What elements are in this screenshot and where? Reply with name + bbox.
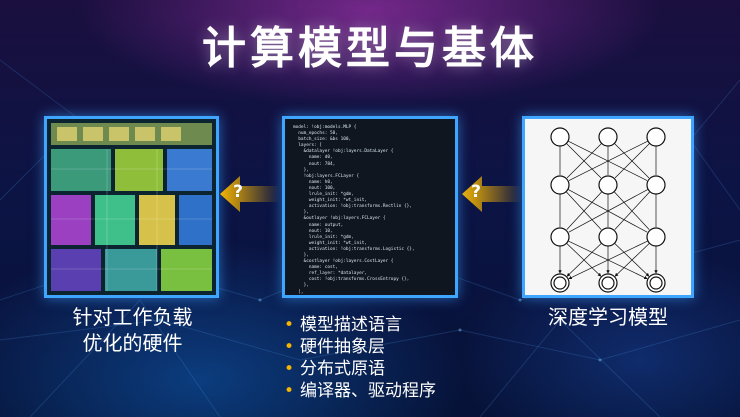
bullet-item: •模型描述语言 (284, 315, 403, 335)
network-node (550, 127, 570, 147)
bullet-dot-icon: • (284, 315, 295, 335)
right-question-mark: ? (471, 182, 481, 202)
model-code-panel: model: !obj:models.MLP { num_epochs: 50,… (282, 116, 458, 298)
neural-network-diagram (550, 127, 666, 293)
network-edge (568, 240, 649, 280)
network-edge (566, 143, 602, 179)
network-edge (614, 191, 651, 230)
hardware-caption-line1: 针对工作负载 (72, 305, 193, 329)
hardware-caption-line2: 优化的硬件 (82, 331, 183, 355)
output-node-ring (649, 276, 663, 290)
deep-learning-caption: 深度学习模型 (548, 305, 668, 329)
neural-network-panel (522, 116, 694, 298)
model-code-text: model: !obj:models.MLP { num_epochs: 50,… (293, 125, 415, 295)
bullet-item: •编译器、驱动程序 (284, 381, 437, 401)
network-edge (568, 188, 649, 233)
network-edge (614, 143, 650, 179)
network-edge (566, 143, 602, 179)
network-node (646, 127, 666, 147)
chip-die-graphic (47, 119, 216, 295)
network-edge (567, 140, 648, 181)
network-edge (566, 242, 602, 277)
hardware-caption: 针对工作负载 优化的硬件 (40, 304, 225, 356)
right-arrow-icon (462, 176, 522, 212)
output-node-ring (601, 276, 615, 290)
bullet-dot-icon: • (284, 381, 295, 401)
network-edge (566, 242, 602, 277)
bullet-list: •模型描述语言 •硬件抽象层 •分布式原语 •编译器、驱动程序 (284, 314, 436, 402)
bullet-dot-icon: • (284, 359, 295, 379)
network-node (550, 175, 570, 195)
network-node (646, 227, 666, 247)
network-node (598, 175, 618, 195)
network-edge (614, 242, 650, 277)
bullet-item: •硬件抽象层 (284, 337, 386, 357)
hardware-chip-image (44, 116, 219, 298)
bullet-item: •分布式原语 (284, 359, 386, 379)
left-question-mark: ? (233, 182, 243, 202)
left-arrow-icon (220, 176, 280, 212)
network-node (646, 175, 666, 195)
network-edge (613, 191, 650, 230)
network-node (598, 227, 618, 247)
network-edge (565, 191, 602, 230)
network-edge (614, 242, 650, 277)
output-node-ring (553, 276, 567, 290)
network-node (550, 227, 570, 247)
network-edge (614, 143, 650, 179)
network-edge (567, 240, 648, 280)
network-edge (567, 188, 648, 233)
bullet-dot-icon: • (284, 337, 295, 357)
network-node (598, 127, 618, 147)
network-edge (566, 191, 603, 230)
page-title: 计算模型与基体 (202, 23, 538, 74)
network-edge (568, 140, 649, 181)
